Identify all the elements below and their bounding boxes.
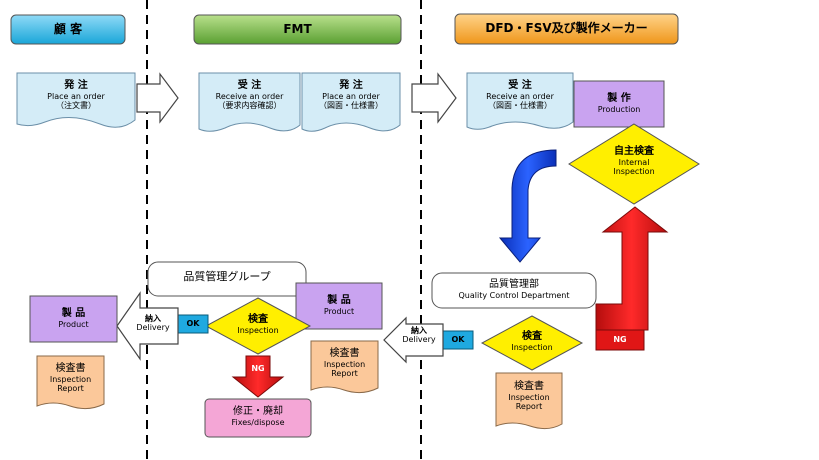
delivery-arrow-mfr	[383, 316, 444, 364]
customer-order-doc	[16, 72, 136, 128]
ok-label-mfr: OK	[451, 335, 465, 344]
fmt-report-jp: 検査書	[329, 348, 360, 359]
mfr-receive-jp: 受 注	[508, 80, 532, 91]
fmt-product-jp: 製 品	[327, 295, 351, 306]
mfr-report-doc	[495, 372, 563, 430]
production-jp: 製 作	[607, 93, 631, 104]
header-mfr-box	[454, 13, 679, 45]
flow-arrow-fmt-to-mfr	[411, 72, 457, 124]
mfr-inspection-text: 検査 Inspection	[492, 331, 572, 352]
header-fmt-box	[193, 14, 402, 45]
delivery-fmt-jp: 納入	[145, 314, 161, 323]
header-fmt: FMT	[283, 21, 312, 36]
qc-department-en: Quality Control Department	[458, 290, 570, 300]
fmt-report-doc	[310, 340, 379, 394]
fmt-product-en: Product	[323, 306, 355, 316]
qc-department-text: 品質管理部 Quality Control Department	[432, 279, 596, 300]
customer-report-en2: Report	[57, 383, 84, 393]
header-customer-box	[10, 14, 126, 45]
mfr-report-jp: 検査書	[514, 381, 544, 392]
red-ng-arrow-down	[231, 355, 285, 398]
ok-label-fmt: OK	[186, 319, 200, 328]
fmt-order-doc	[301, 72, 401, 132]
customer-product-en: Product	[58, 319, 89, 329]
blue-return-arrow	[498, 149, 557, 263]
internal-inspection-en1: Internal	[618, 157, 650, 167]
delivery-mfr-jp: 納入	[411, 326, 427, 335]
fmt-report-text: 検査書 Inspection Report	[311, 348, 378, 378]
mfr-receive-text: 受 注 Receive an order （図面・仕様書）	[467, 80, 573, 110]
delivery-arrow-fmt	[116, 291, 179, 361]
customer-order-text: 発 注 Place an order （注文書）	[17, 80, 135, 110]
customer-product-box	[29, 295, 118, 343]
fmt-receive-sub: （要求内容確認）	[217, 100, 282, 110]
production-text: 製 作 Production	[574, 93, 664, 114]
delivery-mfr-text: 納入 Delivery	[396, 326, 442, 344]
fmt-inspection-en: Inspection	[237, 325, 279, 335]
ng-box-mfr	[595, 329, 645, 351]
fmt-receive-doc	[198, 72, 301, 132]
delivery-fmt-text: 納入 Delivery	[128, 314, 178, 332]
fmt-report-en2: Report	[331, 368, 358, 378]
mfr-report-text: 検査書 Inspection Report	[496, 381, 562, 411]
fmt-order-sub: （図面・仕様書）	[319, 100, 383, 110]
mfr-receive-en: Receive an order	[486, 91, 554, 101]
mfr-report-en1: Inspection	[508, 392, 550, 402]
customer-order-jp: 発 注	[64, 80, 88, 91]
customer-order-en: Place an order	[47, 91, 105, 101]
fmt-product-text: 製 品 Product	[296, 295, 382, 316]
mfr-inspection-en: Inspection	[511, 342, 553, 352]
fix-dispose-text: 修正・廃却 Fixes/dispose	[205, 406, 311, 427]
fmt-product-box	[295, 282, 383, 330]
production-box	[573, 80, 665, 128]
fix-dispose-box	[204, 398, 312, 438]
qc-group-box	[147, 261, 307, 297]
customer-report-doc	[36, 355, 105, 410]
fix-dispose-jp: 修正・廃却	[233, 406, 283, 417]
qc-department-jp: 品質管理部	[489, 279, 539, 290]
fmt-receive-en: Receive an order	[215, 91, 284, 101]
ng-label-fmt: NG	[251, 364, 265, 373]
delivery-fmt-en: Delivery	[136, 323, 170, 333]
fmt-inspection-jp: 検査	[248, 314, 268, 325]
customer-report-en1: Inspection	[49, 374, 92, 384]
qc-department-box	[431, 272, 597, 309]
fmt-inspection-text: 検査 Inspection	[218, 314, 298, 335]
customer-product-text: 製 品 Product	[30, 308, 117, 329]
internal-inspection-diamond	[568, 123, 700, 205]
mfr-receive-sub: （図面・仕様書）	[488, 100, 552, 110]
fmt-order-text: 発 注 Place an order （図面・仕様書）	[302, 80, 400, 110]
fix-dispose-en: Fixes/dispose	[231, 417, 285, 427]
internal-inspection-jp: 自主検査	[614, 146, 654, 157]
customer-report-jp: 検査書	[55, 363, 86, 374]
fmt-order-jp: 発 注	[339, 80, 363, 91]
delivery-mfr-en: Delivery	[402, 335, 436, 345]
mfr-inspection-jp: 検査	[522, 331, 542, 342]
fmt-receive-text: 受 注 Receive an order （要求内容確認）	[199, 80, 300, 110]
customer-order-sub: （注文書）	[56, 100, 96, 110]
header-customer: 顧 客	[53, 21, 83, 36]
ng-label-mfr: NG	[613, 335, 627, 344]
fmt-report-en1: Inspection	[323, 359, 366, 369]
fmt-inspection-diamond	[204, 297, 312, 355]
customer-report-text: 検査書 Inspection Report	[37, 363, 104, 393]
flow-arrow-customer-to-fmt	[136, 72, 179, 124]
red-ng-arrow-up	[595, 206, 669, 331]
internal-inspection-text: 自主検査 Internal Inspection	[594, 146, 674, 176]
qc-group-text: 品質管理グループ	[183, 270, 271, 283]
fmt-receive-jp: 受 注	[237, 80, 262, 91]
mfr-report-en2: Report	[515, 401, 543, 411]
customer-product-jp: 製 品	[61, 308, 86, 319]
internal-inspection-en2: Inspection	[613, 166, 655, 176]
mfr-receive-doc	[466, 72, 574, 130]
fmt-order-en: Place an order	[322, 91, 380, 101]
production-en: Production	[597, 104, 641, 114]
mfr-inspection-diamond	[480, 315, 584, 371]
header-manufacturers: DFD・FSV及び製作メーカー	[485, 21, 648, 36]
